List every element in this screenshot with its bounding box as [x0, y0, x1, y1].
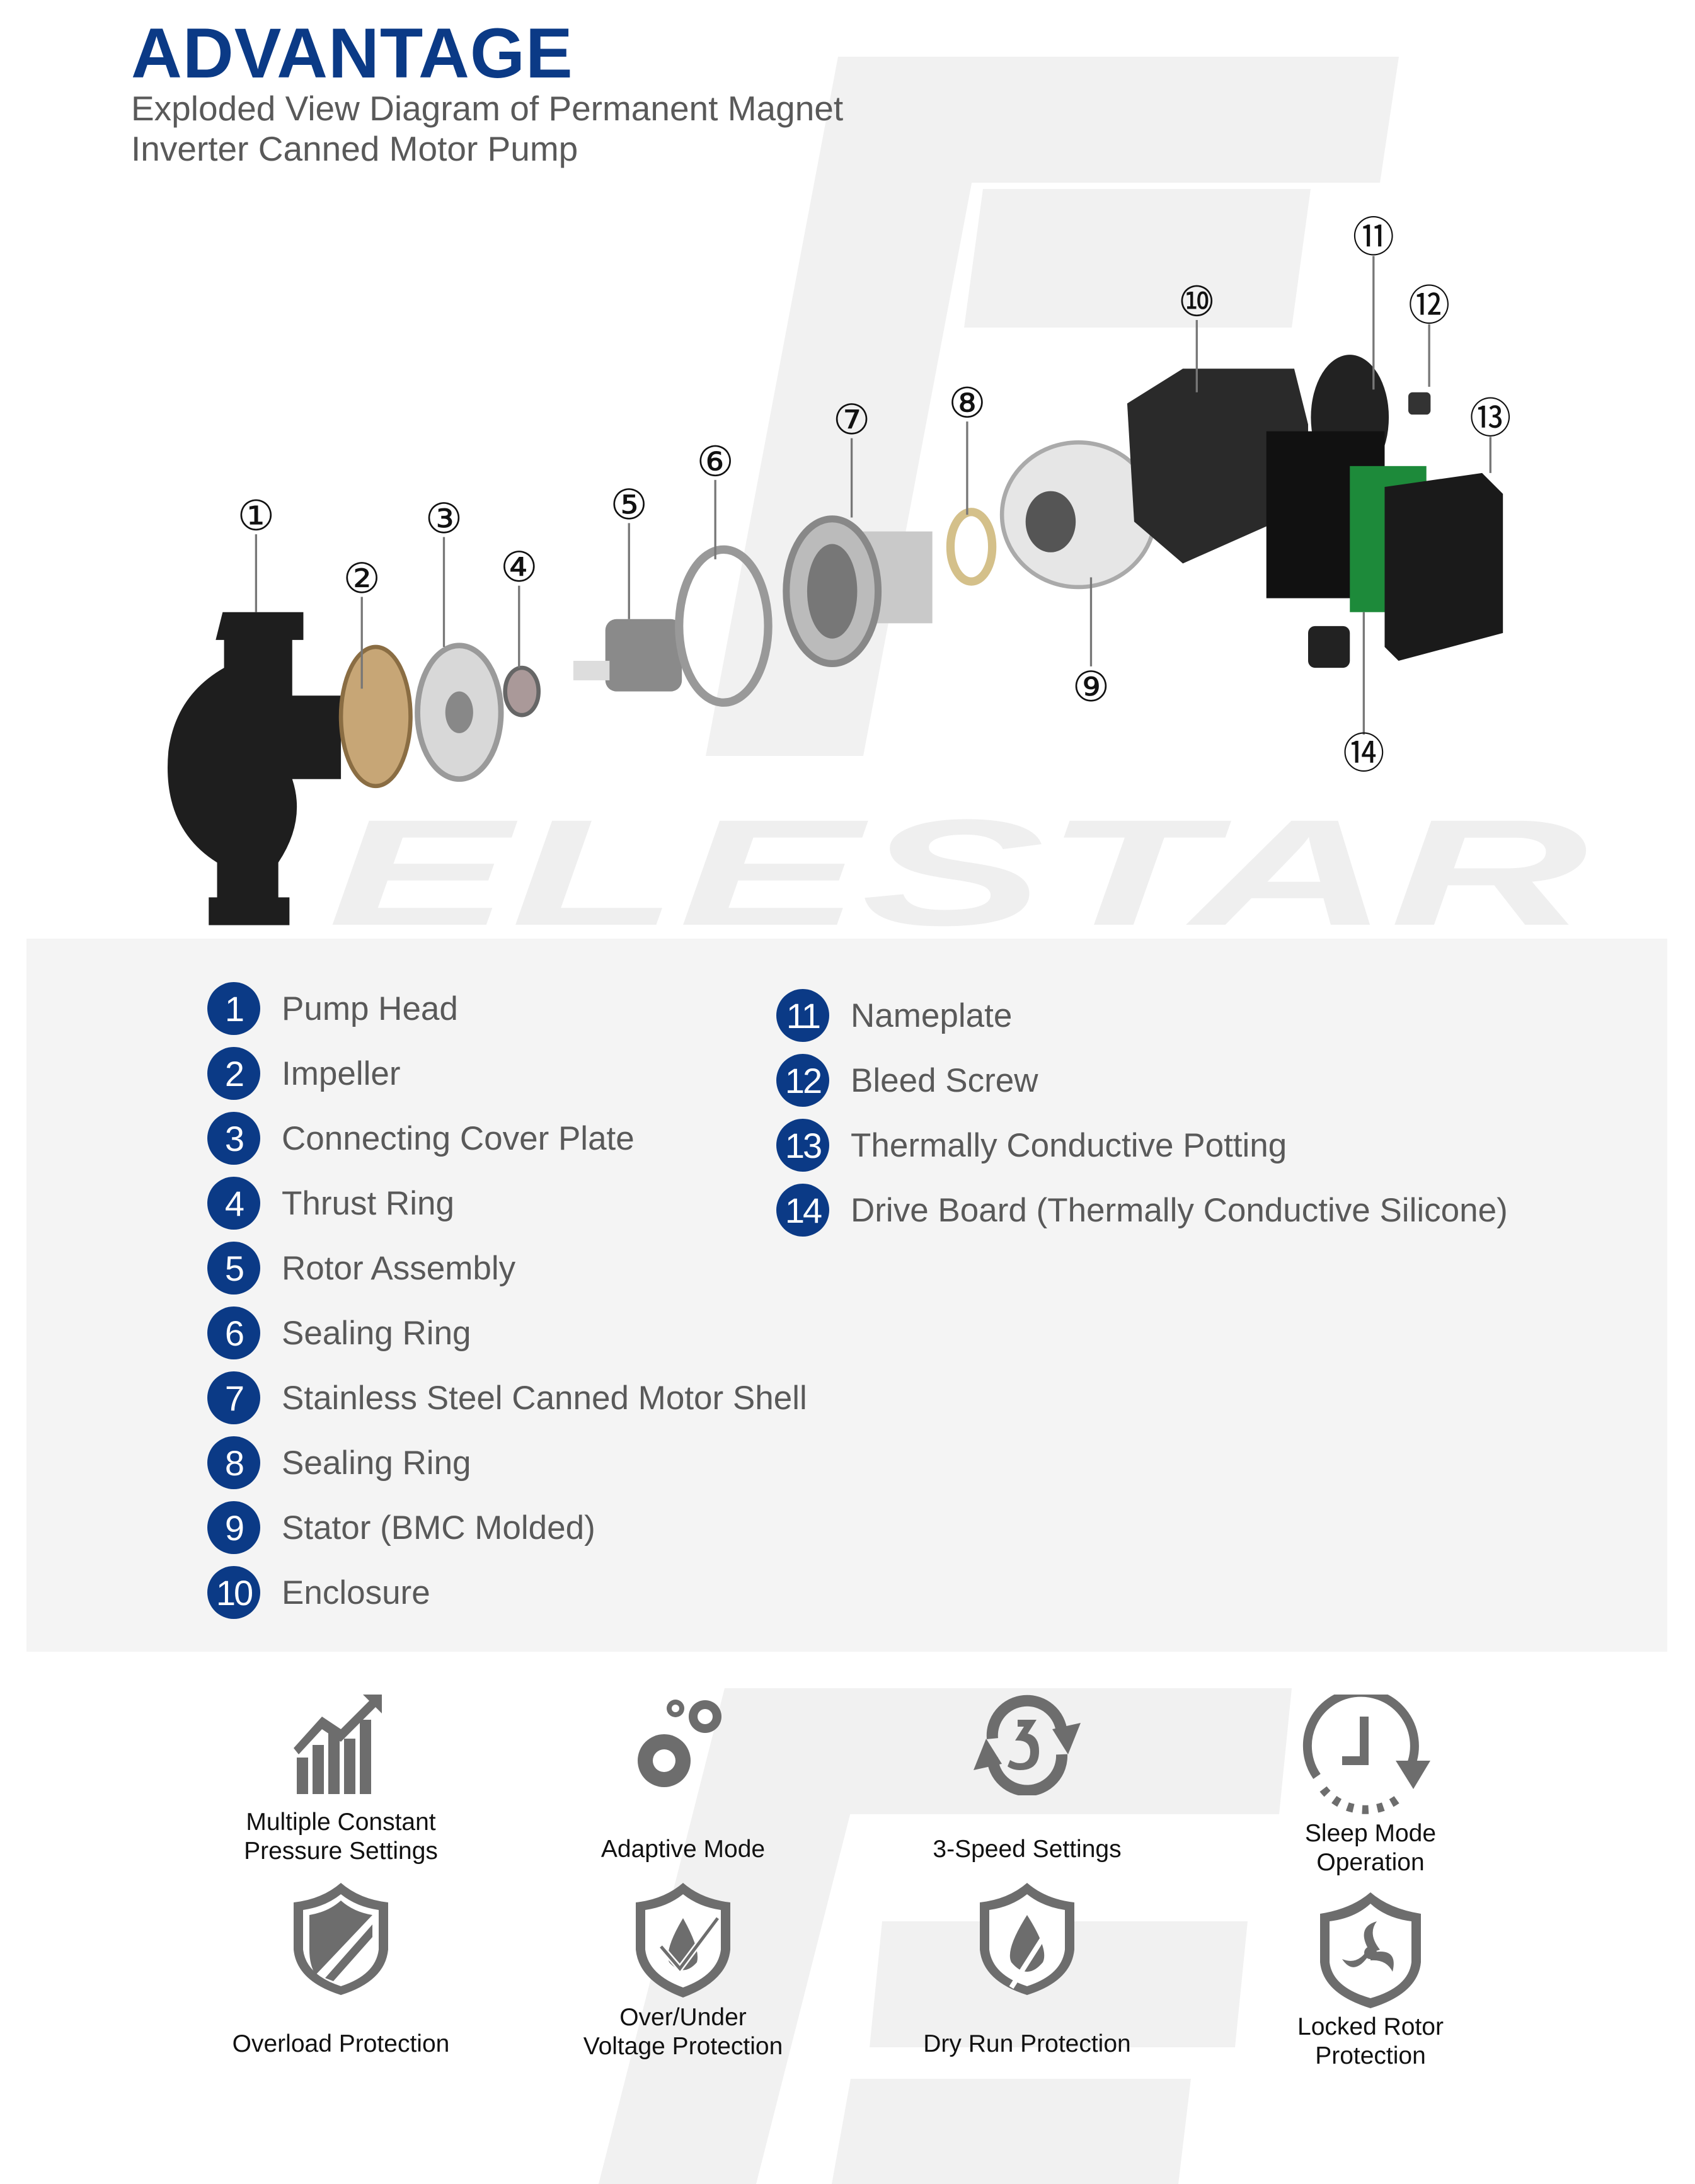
- legend-number-badge: 4: [207, 1177, 260, 1230]
- pump-head: [168, 612, 342, 925]
- legend-label: Impeller: [282, 1055, 401, 1092]
- locked-rotor-shield-icon: [1320, 1892, 1421, 2008]
- feature-label-line-1: Overload Protection: [232, 2030, 450, 2057]
- thrust-ring: [503, 665, 541, 718]
- feature-label: Adaptive Mode: [519, 1835, 847, 1864]
- legend-panel: [26, 939, 1667, 1652]
- potting: [1384, 472, 1503, 661]
- dry-run-shield-icon: [980, 1883, 1074, 1995]
- callout-5: ⑤: [611, 481, 648, 529]
- legend-number-badge: 14: [776, 1184, 829, 1237]
- legend-number-badge: 6: [207, 1306, 260, 1359]
- legend-item: 3 Connecting Cover Plate: [207, 1112, 635, 1165]
- page-title: ADVANTAGE: [131, 14, 573, 93]
- impeller: [338, 644, 413, 789]
- legend-number-badge: 7: [207, 1371, 260, 1424]
- legend-number-badge: 1: [207, 982, 260, 1035]
- legend-label: Enclosure: [282, 1574, 430, 1611]
- legend-number-badge: 13: [776, 1119, 829, 1172]
- overload-shield-icon: [294, 1883, 388, 1995]
- legend-number-badge: 8: [207, 1436, 260, 1489]
- legend-number-badge: 3: [207, 1112, 260, 1165]
- legend-item: 6 Sealing Ring: [207, 1306, 471, 1359]
- bleed-screw: [1408, 392, 1431, 415]
- callout-11: ⑪: [1353, 214, 1394, 262]
- legend-label: Nameplate: [851, 997, 1013, 1034]
- legend-item: 2 Impeller: [207, 1047, 401, 1100]
- gears-icon: [638, 1700, 721, 1787]
- sealing-ring-6: [675, 545, 773, 707]
- legend-label: Thrust Ring: [282, 1184, 454, 1222]
- callout-8: ⑧: [948, 379, 985, 428]
- feature-label-line-2: Operation: [1316, 1849, 1425, 1876]
- callout-7: ⑦: [833, 396, 870, 444]
- legend-label: Rotor Assembly: [282, 1249, 516, 1287]
- legend-number-badge: 11: [776, 989, 829, 1042]
- callout-4: ④: [500, 543, 537, 592]
- legend-item: 5 Rotor Assembly: [207, 1242, 515, 1295]
- callout-2: ②: [343, 554, 381, 603]
- legend-item: 14 Drive Board (Thermally Conductive Sili…: [776, 1184, 1508, 1237]
- legend-label: Connecting Cover Plate: [282, 1119, 635, 1157]
- subtitle-line-1: Exploded View Diagram of Permanent Magne…: [131, 89, 844, 128]
- feature-label-line-1: Dry Run Protection: [923, 2030, 1131, 2057]
- callout-10: ⑩: [1178, 277, 1215, 326]
- legend-label: Stainless Steel Canned Motor Shell: [282, 1379, 807, 1417]
- feature-label-line-1: Over/Under: [619, 2004, 747, 2031]
- legend-item: 12 Bleed Screw: [776, 1054, 1038, 1107]
- watermark-text: ELESTAR: [328, 788, 1588, 957]
- feature-label-line-2: Pressure Settings: [244, 1838, 438, 1865]
- legend-item: 1 Pump Head: [207, 982, 458, 1035]
- callout-3: ③: [425, 495, 463, 543]
- callout-1: ①: [238, 491, 275, 540]
- three-speed-cycle-icon: [974, 1695, 1081, 1795]
- legend-item: 4 Thrust Ring: [207, 1177, 454, 1230]
- subtitle-line-2: Inverter Canned Motor Pump: [131, 129, 578, 168]
- callout-6: ⑥: [696, 437, 733, 486]
- callout-12: ⑫: [1408, 282, 1450, 330]
- feature-label-line-2: Protection: [1315, 2042, 1426, 2069]
- voltage-shield-icon: [636, 1883, 730, 1998]
- sleep-clock-icon: [1302, 1695, 1430, 1814]
- legend-item: 11 Nameplate: [776, 989, 1012, 1042]
- legend-item: 13 Thermally Conductive Potting: [776, 1119, 1287, 1172]
- feature-label-line-1: 3-Speed Settings: [933, 1836, 1122, 1863]
- legend-label: Bleed Screw: [851, 1061, 1038, 1099]
- legend-number-badge: 2: [207, 1047, 260, 1100]
- feature-label-line-1: Locked Rotor: [1297, 2013, 1444, 2040]
- rotor-assembly: [605, 619, 682, 692]
- callout-14: ⑭: [1343, 729, 1384, 778]
- legend-label: Sealing Ring: [282, 1444, 471, 1482]
- feature-label: Overload Protection: [177, 2030, 505, 2059]
- legend-number-badge: 9: [207, 1501, 260, 1554]
- legend-number-badge: 5: [207, 1242, 260, 1295]
- rising-chart-icon: [294, 1695, 382, 1794]
- feature-label-line-1: Adaptive Mode: [600, 1836, 766, 1863]
- feature-label-line-2: Voltage Protection: [583, 2033, 783, 2060]
- legend-item: 10 Enclosure: [207, 1566, 430, 1619]
- feature-label: 3-Speed Settings: [863, 1835, 1191, 1864]
- legend-item: 7 Stainless Steel Canned Motor Shell: [207, 1371, 807, 1424]
- enclosure: [1127, 369, 1308, 564]
- feature-label-line-1: Multiple Constant: [246, 1809, 436, 1836]
- legend-label: Drive Board (Thermally Conductive Silico…: [851, 1191, 1508, 1229]
- legend-label: Pump Head: [282, 990, 458, 1027]
- legend-item: 8 Sealing Ring: [207, 1436, 471, 1489]
- callout-13: ⑬: [1469, 394, 1511, 443]
- feature-label-line-1: Sleep Mode: [1304, 1820, 1437, 1847]
- legend-label: Sealing Ring: [282, 1314, 471, 1352]
- callout-9: ⑨: [1072, 663, 1110, 711]
- legend-item: 9 Stator (BMC Molded): [207, 1501, 595, 1554]
- exploded-diagram: ① ② ③ ④ ⑤ ⑥ ⑦ ⑧ ⑨ ⑩ ⑪ ⑫ ⑬ ⑭: [168, 214, 1511, 925]
- feature-label: Dry Run Protection: [863, 2030, 1191, 2059]
- legend-label: Thermally Conductive Potting: [851, 1126, 1287, 1164]
- legend-number-badge: 12: [776, 1054, 829, 1107]
- sealing-ring-8: [946, 508, 997, 586]
- legend-label: Stator (BMC Molded): [282, 1509, 595, 1547]
- legend-number-badge: 10: [207, 1566, 260, 1619]
